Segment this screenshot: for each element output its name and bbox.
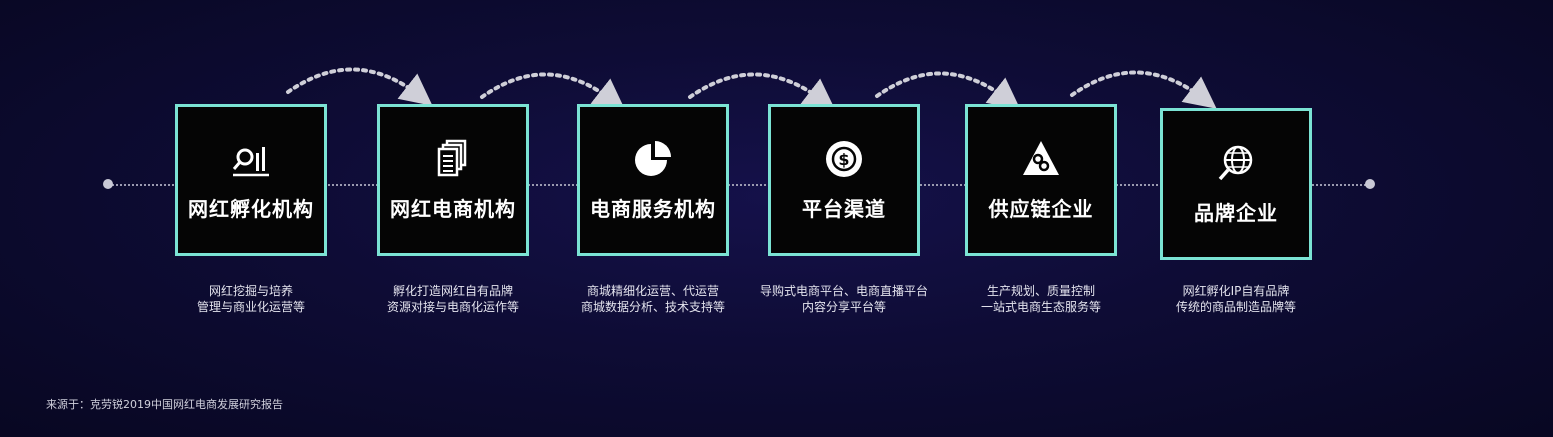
source-note: 来源于：克劳锐2019中国网红电商发展研究报告 (46, 398, 283, 411)
chart-magnifier-icon (232, 146, 269, 176)
stage-description: 商城精细化运营、代运营商城数据分析、技术支持等 (580, 284, 725, 314)
arrow-1-2 (286, 67, 433, 106)
stage-card-influencer-ecommerce: 网红电商机构 (377, 104, 529, 256)
stage-label: 平台渠道 (802, 196, 886, 221)
stage-card-ecommerce-service: 电商服务机构 (577, 104, 729, 256)
stage-description: 导购式电商平台、电商直播平台内容分享平台等 (759, 284, 928, 314)
stage-label: 供应链企业 (988, 196, 1094, 221)
document-stack-icon (437, 139, 467, 176)
arrow-4-5 (875, 71, 1021, 110)
stage-description: 孵化打造网红自有品牌资源对接与电商化运作等 (386, 284, 519, 314)
stage-card-platform-channel: $ 平台渠道 (768, 104, 920, 256)
dollar-cycle-icon: $ (826, 140, 862, 177)
timeline-start-dot (103, 179, 113, 189)
arrow-5-6 (1070, 70, 1217, 109)
stage-card-incubator: 网红孵化机构 (175, 104, 327, 256)
stage-label: 网红孵化机构 (188, 196, 314, 221)
stage-card-supply-chain: 供应链企业 (965, 104, 1117, 256)
stage-label: 电商服务机构 (590, 196, 716, 221)
stage-description: 网红挖掘与培养管理与商业化运营等 (196, 284, 305, 314)
arrow-3-4 (688, 72, 836, 111)
stage-label: 网红电商机构 (390, 196, 516, 221)
timeline-end-dot (1365, 179, 1375, 189)
stage-label: 品牌企业 (1194, 200, 1278, 225)
stage-card-brand-enterprise: 品牌企业 (1160, 108, 1312, 260)
timeline-line (108, 184, 1370, 186)
stage-description: 网红孵化IP自有品牌传统的商品制造品牌等 (1175, 284, 1296, 314)
arrow-2-3 (480, 72, 626, 111)
stage-description: 生产规划、质量控制一站式电商生态服务等 (980, 284, 1101, 314)
globe-magnifier-icon (1218, 145, 1253, 180)
svg-text:$: $ (838, 150, 849, 169)
pie-chart-icon (635, 140, 671, 176)
pyramid-chain-icon (1023, 140, 1059, 175)
